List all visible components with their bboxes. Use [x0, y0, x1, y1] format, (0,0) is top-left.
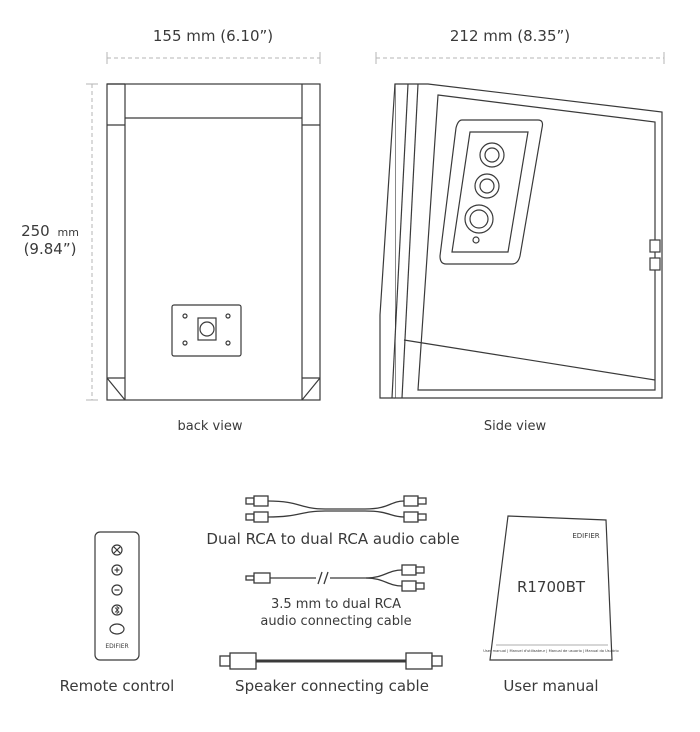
aux-cable-illustration	[245, 564, 425, 592]
height-unit: mm	[57, 226, 78, 239]
volume-knob	[464, 204, 494, 234]
height-dimension	[86, 83, 98, 401]
rca-cable-label: Dual RCA to dual RCA audio cable	[206, 530, 459, 548]
width-dimension	[106, 52, 321, 64]
remote-brand: EDIFIER	[105, 643, 128, 650]
user-manual-illustration	[489, 515, 613, 661]
bass-knob	[474, 173, 500, 199]
height-label-inches: (9.84”)	[24, 240, 77, 258]
manual-footer: User manual | Manuel d'utilisateur | Man…	[483, 649, 619, 653]
aux-cable-label-line2: audio connecting cable	[260, 614, 411, 629]
depth-dimension	[375, 52, 665, 64]
side-view-caption: Side view	[484, 419, 547, 434]
height-value: 250	[21, 222, 50, 240]
speaker-cable-illustration	[219, 652, 443, 670]
indicator-led	[472, 236, 480, 244]
depth-label: 212 mm (8.35”)	[450, 27, 570, 45]
remote-line-button	[109, 623, 125, 635]
manual-model: R1700BT	[517, 578, 586, 596]
treble-knob	[479, 142, 505, 168]
remote-control-illustration	[94, 531, 140, 661]
back-view-caption: back view	[178, 419, 243, 434]
height-label: 250 mm	[21, 222, 79, 240]
speaker-terminal-plate	[171, 304, 242, 357]
remote-control-label: Remote control	[60, 677, 175, 695]
width-label: 155 mm (6.10”)	[153, 27, 273, 45]
aux-cable-label-line1: 3.5 mm to dual RCA	[271, 597, 401, 612]
rca-cable-illustration	[245, 495, 427, 523]
manual-brand: EDIFIER	[572, 532, 599, 540]
user-manual-label: User manual	[503, 677, 598, 695]
speaker-cable-label: Speaker connecting cable	[235, 677, 429, 695]
